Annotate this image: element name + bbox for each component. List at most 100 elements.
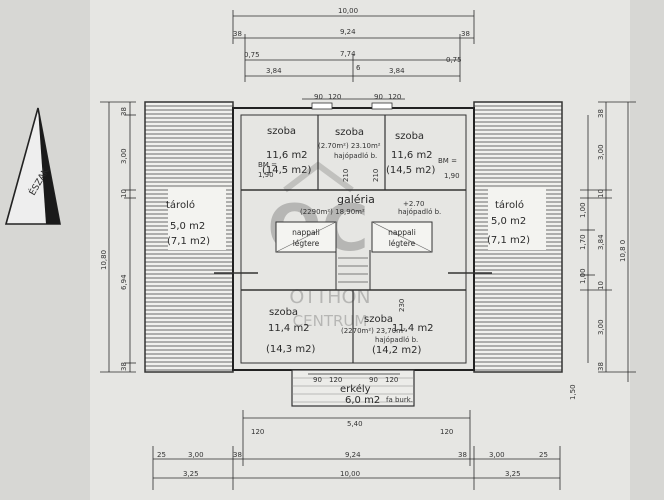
room-name: erkély <box>340 383 371 395</box>
bottom-dimension-lines <box>152 373 561 490</box>
dim-right-e: 3,84 <box>597 234 605 250</box>
room-name: tároló <box>495 199 524 211</box>
dim-top-seg-mid: 6 <box>356 64 361 72</box>
storage-right: tároló 5,0 m2 (7,1 m2) <box>487 199 530 246</box>
level-mark: +2.70 <box>403 200 424 208</box>
room-bottom-left: szoba 11,4 m2 (14,3 m2) <box>266 307 315 355</box>
room-area: 11,4 m2 <box>392 323 434 334</box>
room-name: szoba <box>364 314 393 325</box>
room-sub: hajópadló b. <box>375 336 418 344</box>
window-top-right <box>371 102 393 110</box>
door-height-1: 210 <box>342 169 350 182</box>
room-area: 11,6 m2 <box>266 150 308 161</box>
storage-right-label-bg <box>488 188 546 250</box>
watermark-line1: OTTHON <box>289 286 370 308</box>
door-height-3: 230 <box>398 299 406 312</box>
dim-bottom-l325: 3,25 <box>183 470 199 478</box>
room-area: 11,6 m2 <box>391 150 433 161</box>
balcony: erkély 6,0 m2 fa burk. <box>340 383 413 406</box>
dim-top-right-75: 0,75 <box>446 56 462 64</box>
dim-right-a: 3,00 <box>597 144 605 160</box>
dim-bottom-90b: 90 <box>369 376 378 384</box>
dim-bottom-120a: 120 <box>329 376 342 384</box>
room-top-left: szoba 11,6 m2 (14,5 m2) <box>262 126 311 176</box>
room-area: 11,4 m2 <box>268 323 310 334</box>
room-name: szoba <box>395 131 424 142</box>
room-area: 6,0 m2 <box>345 395 380 406</box>
dim-right-g: 1,00 <box>579 268 587 284</box>
void-right: nappali légtere <box>388 228 416 248</box>
dim-right-d: 1,70 <box>579 234 587 250</box>
dim-top-inner2: 7,74 <box>340 50 356 58</box>
room-area-alt: (7,1 m2) <box>167 236 210 247</box>
dim-bottom-overall: 10,00 <box>340 470 360 478</box>
room-name: szoba <box>269 307 298 318</box>
bm-right-val: 1,90 <box>444 172 460 180</box>
room-area-alt: (7,1 m2) <box>487 235 530 246</box>
dim-top-seg-right: 3,84 <box>389 67 405 75</box>
dim-right-c: 1,00 <box>579 202 587 218</box>
room-detail: (2.70m²) 23.10m² <box>318 142 381 150</box>
void-line2: légtere <box>389 239 416 248</box>
dim-bottom-90a: 90 <box>313 376 322 384</box>
dim-top-seg-left: 3,84 <box>266 67 282 75</box>
room-name: galéria <box>337 193 375 206</box>
dim-left-bottom-38: 38 <box>120 362 128 371</box>
room-area-alt: (14,5 m2) <box>262 165 311 176</box>
dim-bottom-r25: 25 <box>539 451 548 459</box>
room-area-alt: (14,2 m2) <box>372 345 421 356</box>
north-arrow: ÉSZAK <box>4 107 61 225</box>
dim-bottom-r300: 3,00 <box>489 451 505 459</box>
room-detail: (2290m²) 18,90m² <box>300 208 365 216</box>
dim-bottom-l25: 25 <box>157 451 166 459</box>
dim-left-top-38: 38 <box>120 107 128 116</box>
top-dimension-lines <box>232 10 475 100</box>
dim-bottom-right120: 120 <box>440 428 453 436</box>
dim-top-win-right2: 120 <box>388 93 401 101</box>
door-height-2: 210 <box>372 169 380 182</box>
dim-left-a: 3,00 <box>120 148 128 164</box>
bm-right: BM = <box>438 157 457 165</box>
void-line1: nappali <box>292 228 320 237</box>
dim-top-left-38: 38 <box>233 30 242 38</box>
dim-right-j: 1,50 <box>569 384 577 400</box>
dim-right-b: 10 <box>597 189 605 198</box>
room-area-alt: (14,3 m2) <box>266 344 315 355</box>
room-name: szoba <box>267 126 296 137</box>
storage-left-label-bg <box>168 188 226 250</box>
window-top-left <box>311 102 333 110</box>
bm-left-val: 1,90 <box>258 171 274 179</box>
dim-top-win-right: 90 <box>374 93 383 101</box>
dim-top-overall: 10,00 <box>338 7 358 15</box>
dim-left-b: 10 <box>120 189 128 198</box>
dim-bottom-r38: 38 <box>458 451 467 459</box>
room-top-right: szoba 11,6 m2 (14,5 m2) <box>386 131 435 176</box>
bm-left: BM = <box>258 161 277 169</box>
dim-right-f: 10,8 0 <box>619 240 627 262</box>
dim-right-top-38: 38 <box>597 109 605 118</box>
room-area: 5,0 m2 <box>491 216 526 227</box>
dim-bottom-left120: 120 <box>251 428 264 436</box>
room-bottom-right: szoba 11,4 m2 (2270m²) 23,70m² hajópadló… <box>341 314 434 356</box>
dim-bottom-span: 5,40 <box>347 420 363 428</box>
dim-right-i: 3,00 <box>597 319 605 335</box>
dim-left-total: 10,80 <box>100 250 108 270</box>
gallery: galéria (2290m²) 18,90m² +2.70 hajópadló… <box>300 193 441 216</box>
room-sub: hajópadló b. <box>334 152 377 160</box>
balcony-outline <box>291 369 415 407</box>
left-dimension-lines <box>100 101 136 373</box>
room-sub: fa burk. <box>386 396 413 404</box>
room-top-mid: szoba (2.70m²) 23.10m² hajópadló b. <box>318 127 381 160</box>
right-dimension-lines <box>580 101 636 382</box>
watermark-line2: CENTRUM <box>293 312 368 330</box>
dim-bottom-inner: 9,24 <box>345 451 361 459</box>
void-line2: légtere <box>293 239 320 248</box>
dim-bottom-120b: 120 <box>385 376 398 384</box>
dim-bottom-r325: 3,25 <box>505 470 521 478</box>
void-left: nappali légtere <box>292 228 320 248</box>
room-name: tároló <box>166 199 195 211</box>
dim-top-win-left2: 120 <box>328 93 341 101</box>
dim-right-bottom-38: 38 <box>597 362 605 371</box>
dim-top-left-75: 0,75 <box>244 51 260 59</box>
